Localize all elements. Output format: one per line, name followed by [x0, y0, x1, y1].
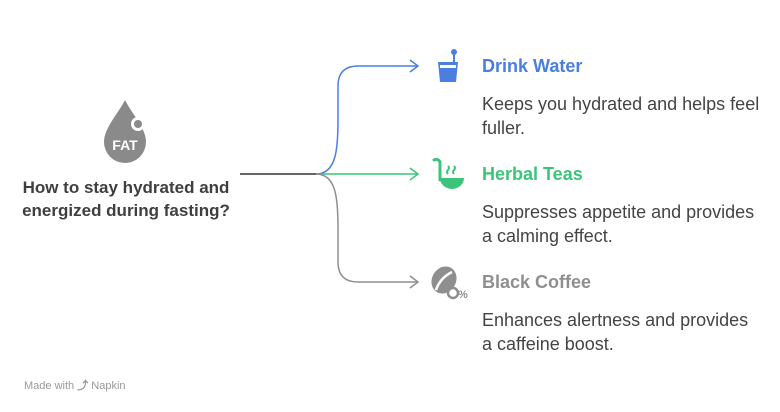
napkin-logo-icon: ⤴ — [77, 380, 89, 392]
footer-credit: Made with ⤴ Napkin — [24, 377, 126, 393]
branch-desc-drink-water: Keeps you hydrated and helps feel fuller… — [482, 94, 760, 138]
brand-name: Napkin — [91, 380, 126, 392]
branch-title-herbal-teas: Herbal Teas — [482, 164, 583, 184]
branch-desc-black-coffee: Enhances alertness and provides a caffei… — [482, 310, 749, 354]
svg-text:%: % — [458, 289, 468, 300]
coffee-bean-icon: % — [431, 266, 468, 300]
svg-text:FAT: FAT — [112, 137, 138, 153]
branch-desc-herbal-teas: Suppresses appetite and provides a calmi… — [482, 202, 755, 246]
water-glass-icon — [438, 49, 458, 82]
branch-title-black-coffee: Black Coffee — [482, 272, 592, 292]
ladle-steam-icon — [432, 157, 464, 189]
center-question: How to stay hydrated and energized durin… — [22, 178, 230, 220]
fat-drop-icon: FAT — [104, 100, 146, 163]
branch-title-drink-water: Drink Water — [482, 56, 583, 76]
made-with-label: Made with — [24, 380, 75, 392]
